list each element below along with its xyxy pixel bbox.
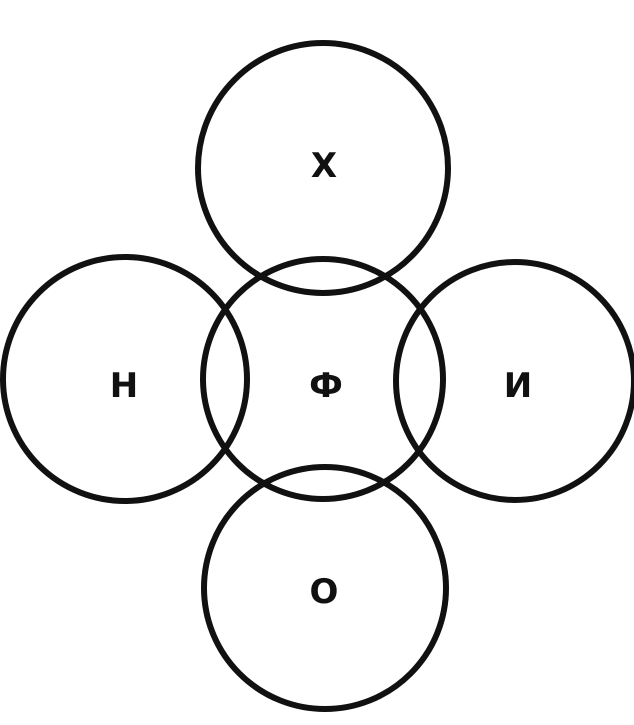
label-left: Н [110, 366, 138, 406]
label-center: Ф [309, 366, 343, 406]
circle-left [0, 254, 250, 504]
circle-bottom [201, 464, 449, 712]
label-right: И [504, 366, 532, 406]
label-top: Х [311, 146, 337, 186]
circle-right [393, 259, 634, 503]
label-bottom: О [310, 572, 339, 612]
circle-top [195, 40, 451, 296]
circle-center [200, 256, 446, 502]
